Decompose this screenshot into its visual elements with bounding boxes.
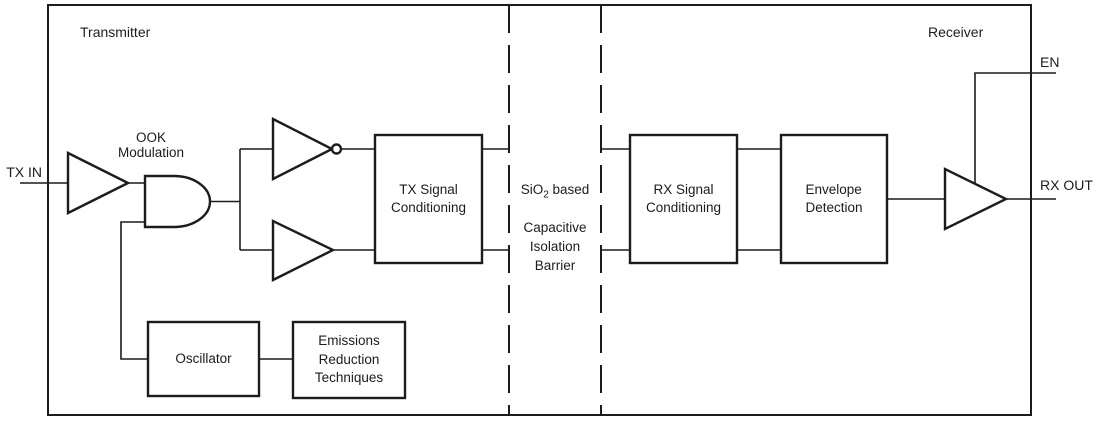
emissions-reduction-box [291, 320, 407, 400]
input-buffer-icon [66, 151, 131, 215]
blocks [146, 133, 889, 400]
rx-out-label: RX OUT [1040, 177, 1093, 193]
oscillator-box [146, 320, 261, 398]
en-label: EN [1040, 54, 1060, 70]
envelope-detection-label: Envelope Detection [805, 182, 863, 215]
inverter-bubble-icon [330, 143, 343, 155]
oscillator-label: Oscillator [175, 351, 232, 366]
emissions-reduction-label: Emissions Reduction Techniques [314, 333, 384, 386]
barrier-label-rest: Capacitive Isolation Barrier [523, 220, 587, 273]
and-gate-icon [143, 174, 212, 229]
transmitter-label: Transmitter [80, 24, 151, 40]
output-buffer-icon [943, 167, 1009, 231]
isolation-barrier-label: SiO2 based Capacitive Isolation Barrier [503, 161, 607, 294]
tx-signal-conditioning-box [373, 133, 484, 265]
barrier-label-line1: SiO2 based [520, 182, 590, 201]
wire-oscillator-feedback [120, 221, 148, 360]
wire-en [974, 72, 1056, 185]
inverter-icon [271, 117, 335, 181]
rx-signal-conditioning-label: RX Signal Conditioning [645, 182, 722, 215]
isolation-barrier-dashed-lines [508, 5, 602, 415]
gates [66, 117, 1009, 282]
rx-signal-conditioning-box [628, 133, 739, 265]
envelope-detection-box [779, 133, 889, 265]
outer-border [47, 4, 1032, 416]
lower-buffer-icon [271, 219, 336, 282]
ook-modulation-label: OOK Modulation [117, 130, 185, 160]
receiver-label: Receiver [928, 24, 984, 40]
tx-in-label: TX IN [6, 164, 42, 180]
tx-signal-conditioning-label: TX Signal Conditioning [390, 182, 467, 215]
wires [20, 72, 1056, 360]
